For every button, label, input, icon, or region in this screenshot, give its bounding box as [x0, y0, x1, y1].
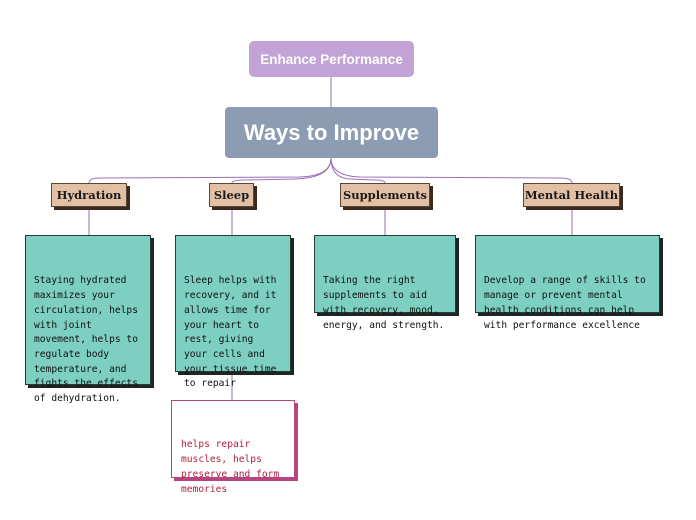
topic-supplements[interactable]: Supplements — [340, 183, 430, 207]
note-sleep-text: helps repair muscles, helps preserve and… — [181, 439, 280, 495]
detail-mental-health-text: Develop a range of skills to manage or p… — [484, 275, 646, 331]
detail-supplements-text: Taking the right supplements to aid with… — [323, 275, 445, 331]
top-node-label: Enhance Performance — [260, 51, 403, 67]
root-node-label: Ways to Improve — [243, 119, 420, 145]
detail-sleep-text: Sleep helps with recovery, and it allows… — [184, 275, 277, 390]
connector-root-sleep — [231, 157, 332, 184]
detail-sleep[interactable]: Sleep helps with recovery, and it allows… — [175, 235, 291, 389]
connector-root-mental-health — [330, 157, 573, 184]
topic-sleep[interactable]: Sleep — [209, 183, 254, 207]
detail-mental-health[interactable]: Develop a range of skills to manage or p… — [475, 235, 660, 331]
detail-hydration[interactable]: Staying hydrated maximizes your circulat… — [25, 235, 151, 404]
topic-hydration-label: Hydration — [56, 188, 122, 202]
topic-sleep-label: Sleep — [213, 188, 250, 202]
connector-root-supplements — [330, 157, 386, 184]
detail-supplements[interactable]: Taking the right supplements to aid with… — [314, 235, 456, 331]
root-node-ways-to-improve[interactable]: Ways to Improve — [225, 107, 438, 158]
topic-supplements-label: Supplements — [342, 188, 428, 202]
detail-hydration-text: Staying hydrated maximizes your circulat… — [34, 275, 138, 405]
note-sleep[interactable]: helps repair muscles, helps preserve and… — [171, 400, 295, 495]
top-node-enhance-performance[interactable]: Enhance Performance — [249, 41, 414, 77]
topic-mental-health-label: Mental Health — [524, 188, 619, 202]
topic-mental-health[interactable]: Mental Health — [523, 183, 620, 207]
topic-hydration[interactable]: Hydration — [51, 183, 127, 207]
